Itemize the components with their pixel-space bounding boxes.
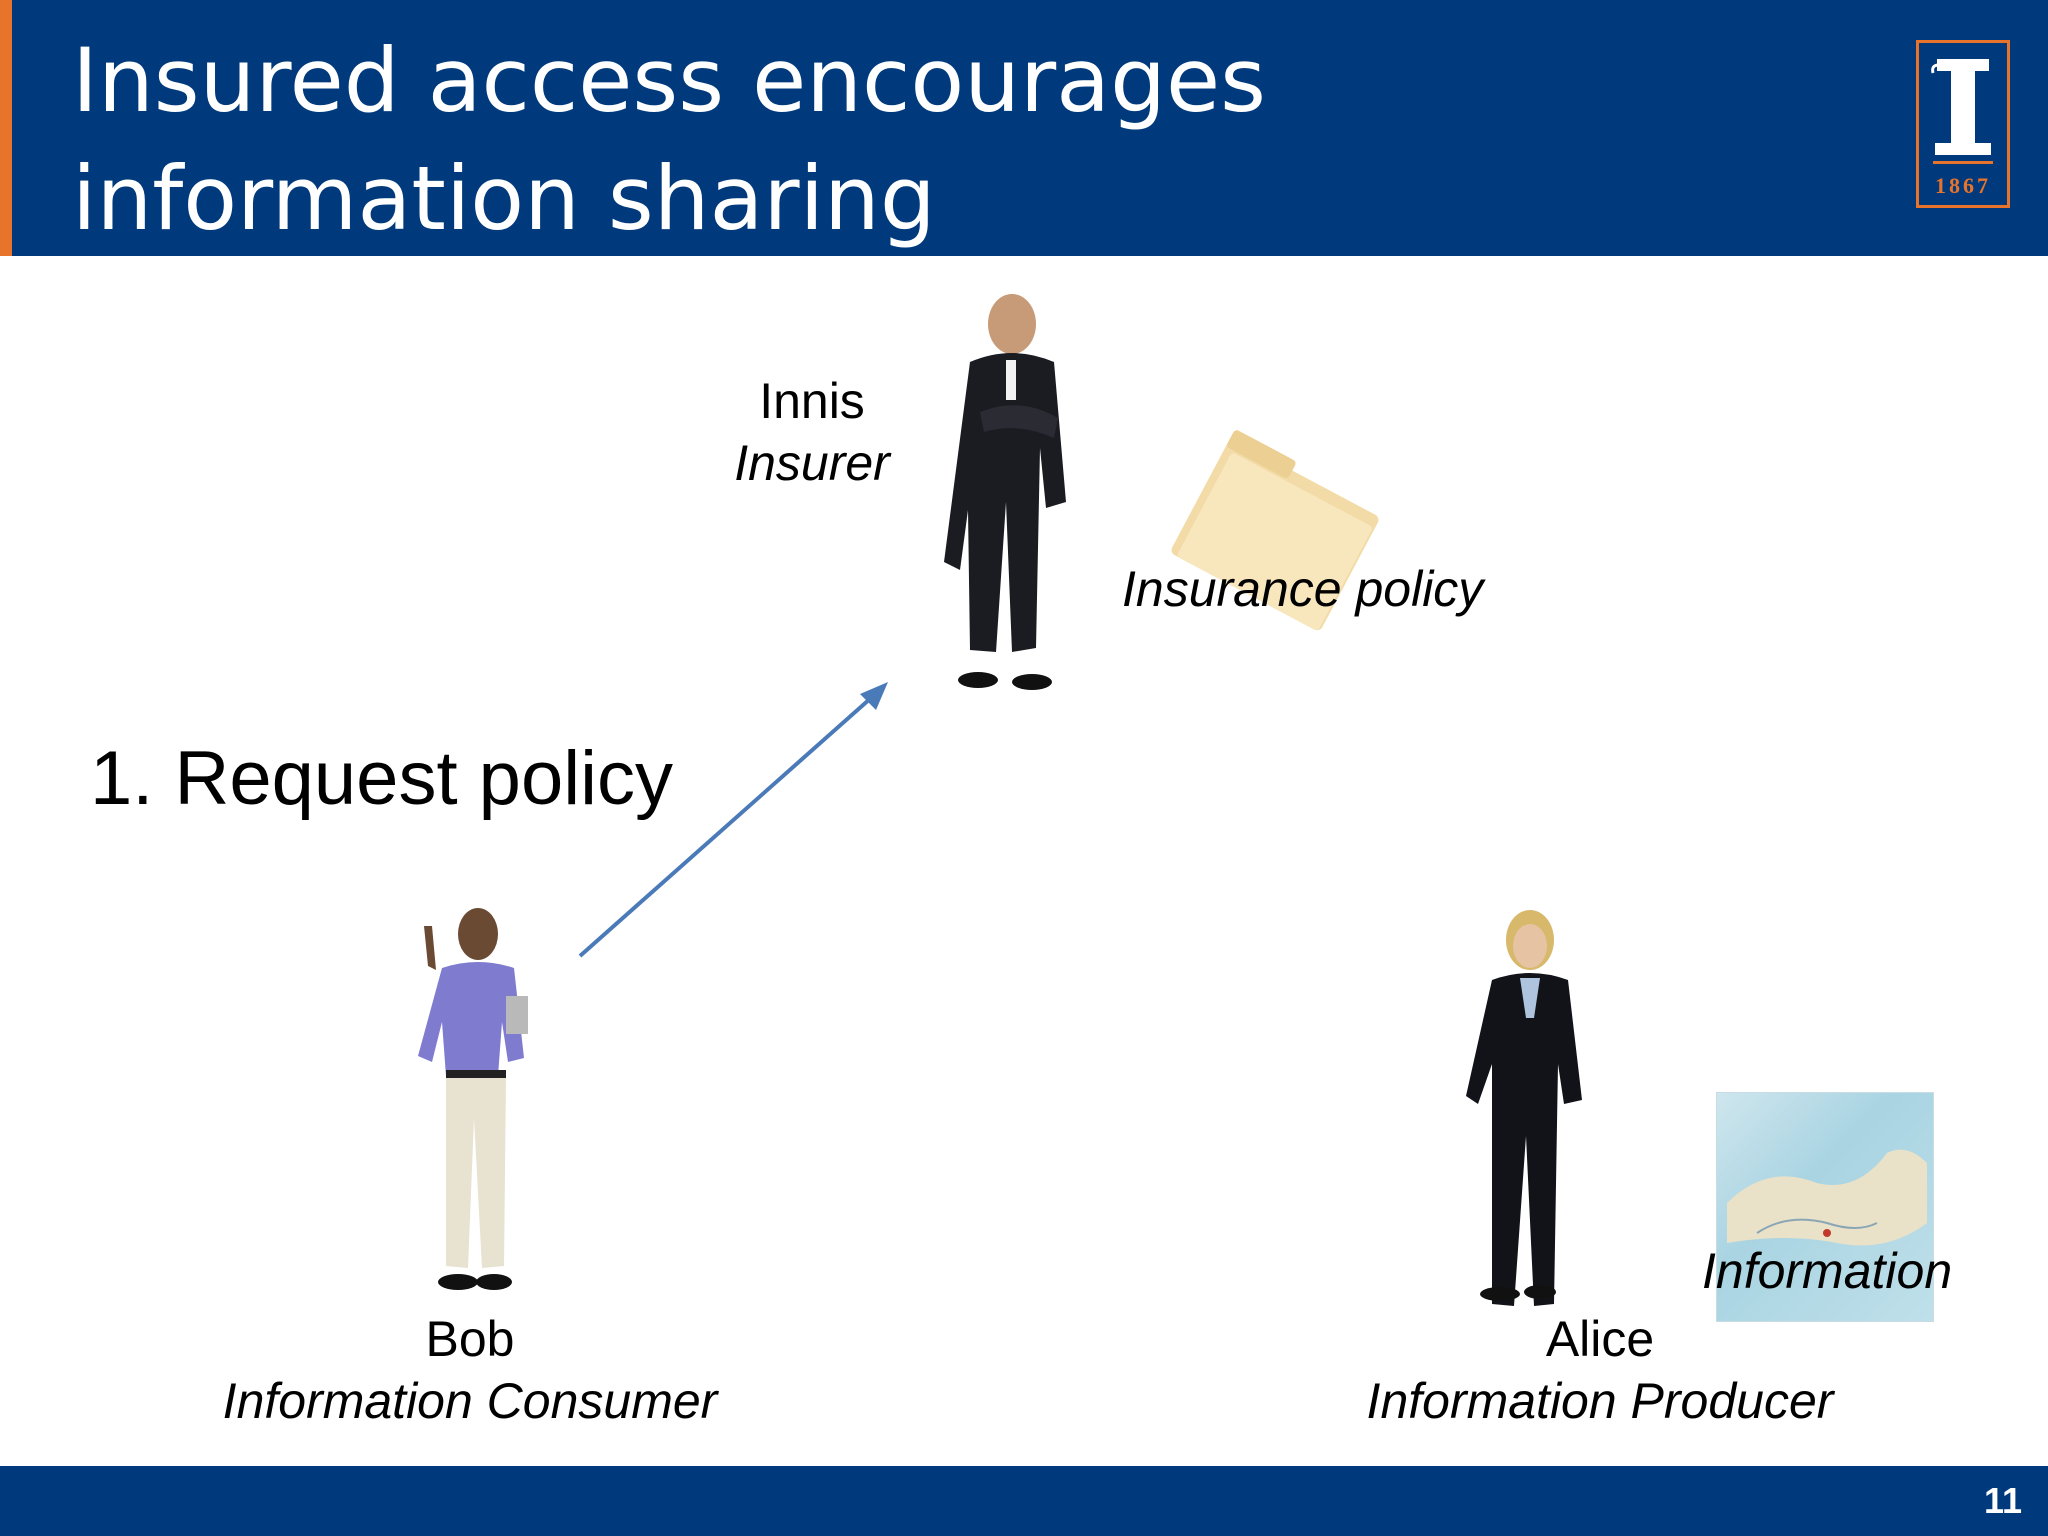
producer-role: Information Producer bbox=[1366, 1373, 1834, 1429]
insurer-role: Insurer bbox=[734, 435, 890, 491]
column-icon bbox=[1931, 59, 1993, 164]
map-icon bbox=[1727, 1149, 1927, 1246]
page-number: 11 bbox=[1983, 1480, 2022, 1521]
producer-label: Alice Information Producer bbox=[1310, 1308, 1890, 1432]
consumer-person-image bbox=[418, 908, 528, 1290]
map-image bbox=[1716, 1092, 1934, 1322]
logo-year: 1867 bbox=[1935, 173, 1991, 198]
step-request-policy: 1. Request policy bbox=[90, 736, 673, 821]
folder-icon bbox=[1171, 430, 1379, 631]
producer-person-image bbox=[1466, 910, 1582, 1306]
slide-title: Insured access encourages information sh… bbox=[72, 22, 1672, 258]
title-line-2: information sharing bbox=[72, 147, 936, 250]
header-accent-bar bbox=[0, 0, 12, 256]
consumer-role: Information Consumer bbox=[222, 1373, 718, 1429]
insurer-label: Innis Insurer bbox=[712, 370, 912, 494]
title-line-1: Insured access encourages bbox=[72, 29, 1266, 132]
consumer-name: Bob bbox=[425, 1311, 515, 1367]
slide-footer: 11 bbox=[0, 1466, 2048, 1536]
university-logo: 1867 bbox=[1916, 40, 2010, 208]
insurer-name: Innis bbox=[759, 373, 865, 429]
slide-header: Insured access encourages information sh… bbox=[0, 0, 2048, 256]
producer-name: Alice bbox=[1545, 1311, 1655, 1367]
insurance-policy-label: Insurance policy bbox=[1122, 561, 1484, 617]
insurer-person-image bbox=[944, 294, 1066, 690]
consumer-label: Bob Information Consumer bbox=[190, 1308, 750, 1432]
request-arrow bbox=[578, 682, 888, 958]
information-label: Information bbox=[1702, 1243, 1953, 1299]
